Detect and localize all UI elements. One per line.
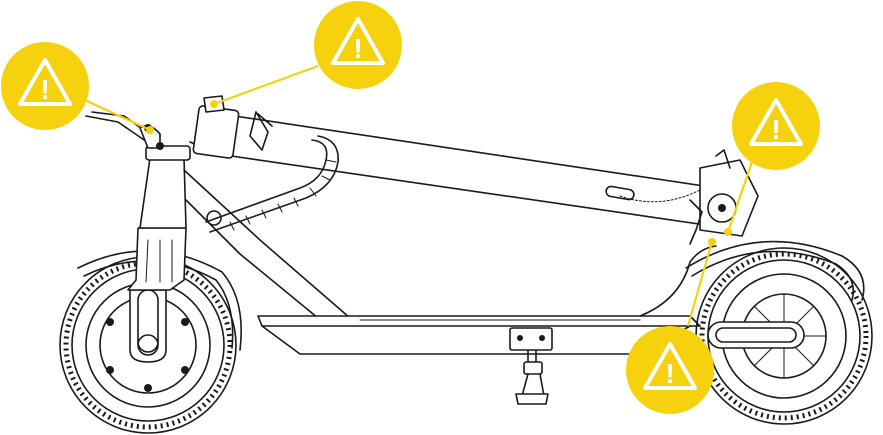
warning-marker-brake-lever: ! — [1, 42, 154, 134]
warning-glyph: ! — [665, 358, 674, 389]
front-fork — [128, 228, 186, 362]
warning-glyph: ! — [40, 74, 49, 105]
rear-latch — [605, 150, 758, 244]
folded-stem — [193, 96, 744, 230]
warning-glyph: ! — [771, 114, 780, 145]
warning-marker-folding-latch: ! — [210, 1, 402, 108]
kickstand — [510, 328, 552, 404]
rear-wheel — [686, 242, 872, 424]
frame-neck — [184, 170, 350, 318]
warning-glyph: ! — [353, 33, 362, 64]
steering-tube — [140, 146, 190, 228]
